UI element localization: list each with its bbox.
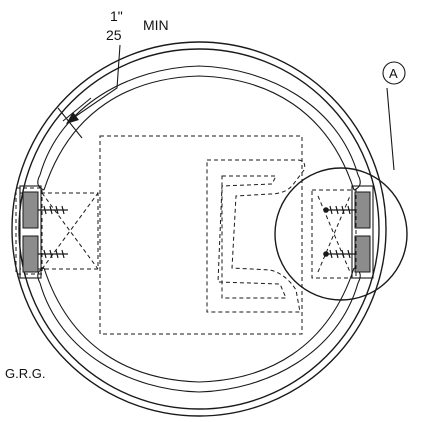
electrical-box-outline bbox=[15, 135, 303, 335]
detail-a-callout bbox=[274, 61, 408, 301]
callout-circle bbox=[382, 61, 406, 85]
dimension-inch-label: 1" bbox=[110, 8, 123, 24]
dimension-mm-label: 25 bbox=[106, 27, 122, 43]
right-mounting-clips bbox=[311, 185, 374, 279]
left-mounting-clips bbox=[19, 185, 68, 279]
wiring-path bbox=[206, 159, 306, 313]
callout-letter: A bbox=[389, 66, 398, 81]
dimension-min-label: MIN bbox=[143, 17, 169, 33]
maker-mark: G.R.G. bbox=[5, 366, 45, 381]
